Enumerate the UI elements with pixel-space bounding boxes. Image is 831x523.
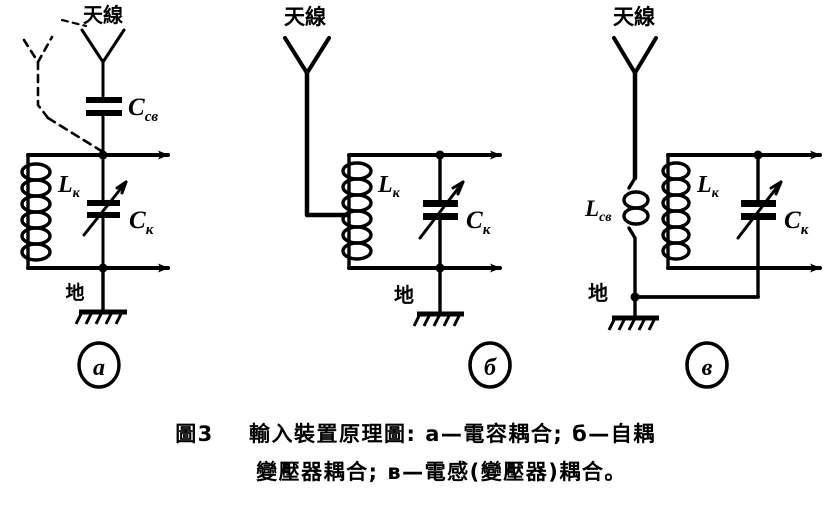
capacitor-ck-label-v: Cк	[784, 207, 809, 238]
ground-symbol-v	[607, 315, 659, 331]
inductor-lk-b	[341, 153, 373, 270]
circuit-schematic-svg: 天線 Cсв	[20, 3, 822, 389]
antenna-label-a: 天線	[83, 3, 123, 27]
circuit-b-group: 天線 Lк	[283, 5, 512, 389]
ground-label-v: 地	[588, 281, 608, 305]
ground-label-b: 地	[394, 283, 414, 307]
antenna-label-b: 天線	[284, 5, 326, 29]
panel-label-v: в	[685, 341, 729, 389]
inductor-lsv-v	[622, 176, 650, 299]
inductor-lk-label-b: Lк	[377, 172, 401, 201]
capacitor-csv-a	[86, 97, 122, 157]
inductor-lsv-label-v: Lсв	[584, 196, 612, 225]
inductor-lk-v	[661, 153, 691, 270]
antenna-symbol-a	[80, 28, 126, 98]
capacitor-csv-label-a: Cсв	[128, 94, 158, 125]
svg-text:a: a	[93, 355, 105, 381]
figure-caption: 圖3 輸入裝置原理圖: a—電容耦合; б—自耦 變壓器耦合; в—電感(變壓器…	[0, 415, 831, 491]
panel-label-b: б	[468, 341, 512, 389]
junction-dot-a-top	[98, 150, 108, 160]
panel-label-a: a	[77, 341, 121, 389]
capacitor-ck-label-a: Cк	[129, 207, 154, 238]
ground-symbol-b	[412, 311, 464, 327]
antenna-alt-dashed-a	[22, 18, 105, 154]
svg-text:б: б	[484, 355, 497, 381]
junction-dot-b-top	[435, 150, 445, 160]
capacitor-ck-v	[736, 155, 783, 297]
caption-line-2: 變壓器耦合; в—電感(變壓器)耦合。	[256, 460, 627, 484]
antenna-symbol-v	[612, 36, 658, 181]
inductor-lk-label-v: Lк	[696, 172, 720, 201]
junction-dot-v-top	[753, 150, 763, 160]
inductor-lk-label-a: Lк	[57, 172, 81, 201]
circuit-a-group: 天線 Cсв	[20, 3, 170, 389]
antenna-label-v: 天線	[613, 5, 655, 29]
circuit-v-group: 天線 Lсв	[584, 5, 822, 389]
antenna-symbol-b	[283, 36, 350, 218]
ground-symbol-a	[74, 309, 127, 325]
capacitor-ck-label-b: Cк	[466, 207, 491, 238]
capacitor-ck-a	[82, 155, 128, 268]
ground-label-a: 地	[65, 281, 84, 304]
inductor-lk-a	[20, 153, 52, 270]
caption-line-1: 圖3 輸入裝置原理圖: a—電容耦合; б—自耦	[175, 422, 656, 446]
capacitor-ck-b	[418, 155, 465, 268]
svg-text:в: в	[702, 355, 713, 381]
